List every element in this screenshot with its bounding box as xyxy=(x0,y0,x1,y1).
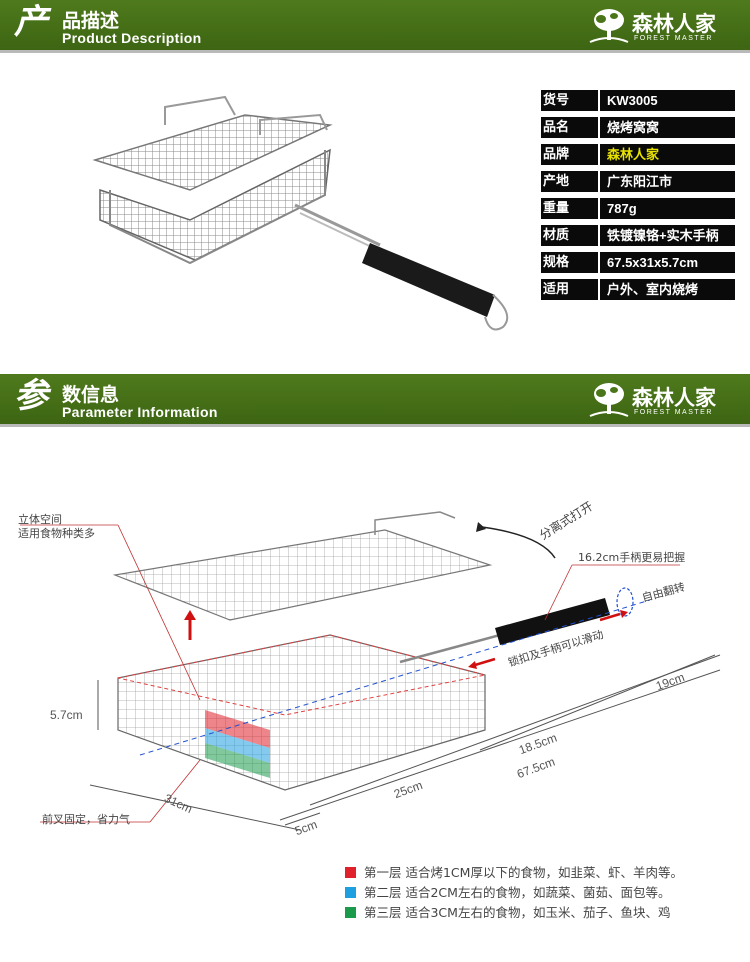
logo-en-text: FOREST MASTER xyxy=(634,409,713,416)
up-arrow-head-icon xyxy=(184,610,196,620)
layer2-panel xyxy=(205,728,270,763)
spec-value: KW3005 xyxy=(600,90,735,111)
spec-table: 货号 KW3005 品名 烧烤窝窝 品牌 森林人家 产地 广东阳江市 重量 78… xyxy=(541,90,735,306)
rotate-icon xyxy=(616,587,634,617)
logo-en-text: FOREST MASTER xyxy=(634,35,713,42)
green-square-icon xyxy=(345,907,356,918)
spec-value: 787g xyxy=(600,198,735,219)
front-fork-annotation: 前叉固定，省力气 xyxy=(42,813,130,826)
spec-value: 烧烤窝窝 xyxy=(600,117,735,138)
spec-row-material: 材质 铁镀镍铬+实木手柄 xyxy=(541,225,735,246)
spec-label: 材质 xyxy=(541,225,598,246)
spec-row-origin: 产地 广东阳江市 xyxy=(541,171,735,192)
spec-value: 67.5x31x5.7cm xyxy=(600,252,735,273)
space-annotation-line2: 适用食物种类多 xyxy=(18,527,95,540)
spec-row-name: 品名 烧烤窝窝 xyxy=(541,117,735,138)
handle-grip-annotation: 16.2cm手柄更易把握 xyxy=(578,551,686,564)
basket-dimension-diagram xyxy=(20,511,721,831)
blue-square-icon xyxy=(345,887,356,898)
legend-layer1: 第一层 适合烤1CM厚以下的食物，如韭菜、虾、羊肉等。 xyxy=(345,862,683,881)
grill-basket-photo xyxy=(92,95,509,331)
lid-grid xyxy=(112,529,493,621)
layer1-panel xyxy=(205,710,270,748)
banner-big-char: 产 xyxy=(14,2,48,42)
slide-arrow-icon xyxy=(620,610,628,618)
curved-arrow-icon xyxy=(476,522,486,532)
spec-label: 产地 xyxy=(541,171,598,192)
legend-layer3: 第三层 适合3CM左右的食物，如玉米、茄子、鱼块、鸡 xyxy=(345,902,670,921)
logo-cn-text: 森林人家 xyxy=(632,386,716,410)
spec-row-item-no: 货号 KW3005 xyxy=(541,90,735,111)
tree-icon xyxy=(589,9,629,43)
spec-label: 重量 xyxy=(541,198,598,219)
spec-value: 户外、室内烧烤 xyxy=(600,279,735,300)
banner-subtitle: Parameter Information xyxy=(62,404,218,420)
layer3-panel xyxy=(205,743,270,778)
spec-label: 规格 xyxy=(541,252,598,273)
spec-value: 铁镀镍铬+实木手柄 xyxy=(600,225,735,246)
parameter-information-banner: 参 数信息 Parameter Information 森林人家 FOREST … xyxy=(0,374,750,427)
brand-logo: 森林人家 FOREST MASTER xyxy=(588,6,738,46)
legend-text: 第一层 适合烤1CM厚以下的食物，如韭菜、虾、羊肉等。 xyxy=(364,865,683,880)
slide-back-arrow-icon xyxy=(468,661,477,669)
banner-title: 品描述 xyxy=(62,10,120,32)
dim-height: 5.7cm xyxy=(50,708,83,722)
spec-label: 货号 xyxy=(541,90,598,111)
legend-text: 第三层 适合3CM左右的食物，如玉米、茄子、鱼块、鸡 xyxy=(364,905,671,920)
spec-row-brand: 品牌 森林人家 xyxy=(541,144,735,165)
spec-label: 适用 xyxy=(541,279,598,300)
legend-text: 第二层 适合2CM左右的食物，如蔬菜、菌茹、面包等。 xyxy=(364,885,671,900)
handle-drawing xyxy=(495,598,610,645)
spec-value: 广东阳江市 xyxy=(600,171,735,192)
tree-icon xyxy=(589,383,629,417)
spec-value: 森林人家 xyxy=(600,144,735,165)
spec-label: 品牌 xyxy=(541,144,598,165)
product-description-banner: 产 品描述 Product Description 森林人家 FOREST MA… xyxy=(0,0,750,53)
spec-row-size: 规格 67.5x31x5.7cm xyxy=(541,252,735,273)
brand-logo: 森林人家 FOREST MASTER xyxy=(588,380,738,420)
spec-row-usage: 适用 户外、室内烧烤 xyxy=(541,279,735,300)
banner-title: 数信息 xyxy=(62,384,120,406)
spec-row-weight: 重量 787g xyxy=(541,198,735,219)
logo-cn-text: 森林人家 xyxy=(632,12,716,36)
space-annotation-line1: 立体空间 xyxy=(18,513,62,526)
banner-subtitle: Product Description xyxy=(62,30,202,46)
legend-layer2: 第二层 适合2CM左右的食物，如蔬菜、菌茹、面包等。 xyxy=(345,882,670,901)
red-square-icon xyxy=(345,867,356,878)
basket-body xyxy=(117,634,486,791)
banner-big-char: 参 xyxy=(14,376,48,416)
spec-label: 品名 xyxy=(541,117,598,138)
